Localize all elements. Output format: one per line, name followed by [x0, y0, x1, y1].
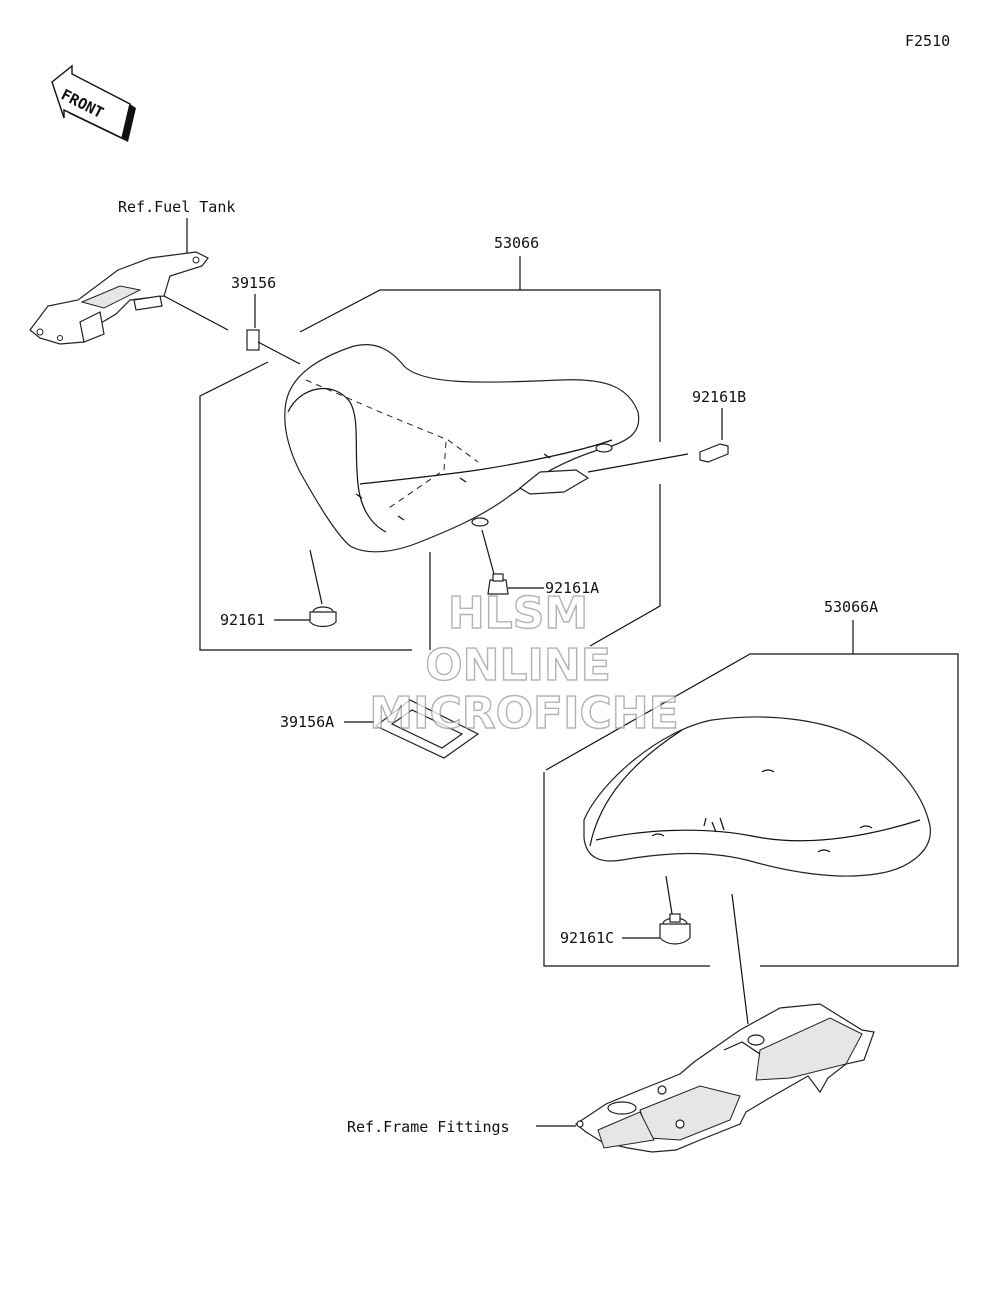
label-53066: 53066: [494, 234, 539, 252]
label-92161A: 92161A: [545, 579, 599, 597]
frame-fittings: [574, 1003, 875, 1153]
diagram-id: F2510: [905, 32, 950, 50]
rear-seat: [583, 716, 931, 877]
label-92161: 92161: [220, 611, 265, 629]
ref-fuel-tank-label: Ref.Fuel Tank: [118, 198, 235, 216]
watermark: HLSM ONLINE MICROFICHE: [369, 587, 680, 739]
damper-92161C: [659, 913, 691, 945]
tag-39156: [246, 329, 260, 351]
label-92161C: 92161C: [560, 929, 614, 947]
ref-frame-fittings-label: Ref.Frame Fittings: [347, 1118, 510, 1136]
label-39156A: 39156A: [280, 713, 334, 731]
fuel-tank-bracket: [29, 251, 209, 345]
label-39156: 39156: [231, 274, 276, 292]
watermark-line-1: HLSM: [448, 588, 588, 639]
watermark-line-3: MICROFICHE: [369, 688, 678, 739]
label-92161B: 92161B: [692, 388, 746, 406]
watermark-line-2: ONLINE: [425, 640, 611, 691]
front-arrow-icon: FRONT: [51, 64, 136, 142]
main-seat: [284, 344, 640, 553]
clip-92161B: [699, 443, 729, 463]
damper-92161: [309, 606, 337, 628]
pad-39156A: [374, 699, 480, 759]
damper-92161A: [487, 573, 509, 595]
label-53066A: 53066A: [824, 598, 878, 616]
